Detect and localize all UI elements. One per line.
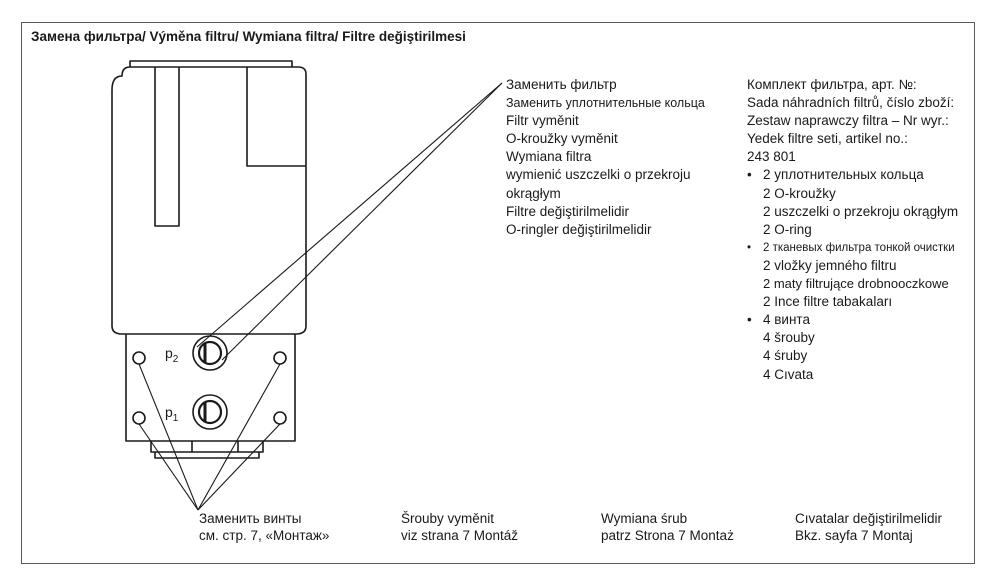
- callout-line: O-kroužky vyměnit: [506, 131, 618, 147]
- kit-header-line: Zestaw naprawczy filtra – Nr wyr.:: [747, 113, 949, 129]
- footer-line: Заменить винты: [199, 511, 302, 526]
- replace-filter-callout: Заменить фильтр Заменить уплотнительные …: [506, 76, 705, 239]
- kit-header-line: Sada náhradních filtrů, číslo zboží:: [747, 95, 955, 111]
- kit-item-line: 2 vložky jemného filtru: [763, 257, 897, 273]
- page-frame: [21, 22, 975, 564]
- kit-item-line: 4 śruby: [763, 348, 808, 364]
- device-recess: [246, 67, 306, 167]
- callout-line: Filtre değiştirilmelidir: [506, 203, 630, 219]
- callout-line: Wymiana filtra: [506, 149, 592, 165]
- callout-line: okrągłym: [506, 185, 561, 201]
- footer-line: Bkz. sayfa 7 Montaj: [795, 528, 913, 543]
- filter-kit-list: Комплект фильтра, арт. №: Sada náhradníc…: [747, 76, 958, 384]
- port-p1: [192, 394, 228, 430]
- callout-line: Заменить уплотнительные кольца: [506, 96, 705, 111]
- port-label-p1: p1: [165, 404, 179, 424]
- port-label-p2: p2: [165, 345, 179, 365]
- device-slot: [154, 67, 180, 227]
- screw-hole: [132, 411, 146, 425]
- device-top-cap: [129, 60, 293, 67]
- footer-tr: Cıvatalar değiştirilmelidir Bkz. sayfa 7…: [795, 510, 942, 544]
- kit-part-number: 243 801: [747, 149, 796, 165]
- kit-item-line: 2 O-ring: [763, 221, 812, 237]
- kit-item-line: 4 šrouby: [763, 330, 815, 346]
- footer-line: Wymiana śrub: [601, 511, 688, 526]
- bottom-flange: [150, 441, 264, 453]
- footer-line: Šrouby vyměnit: [401, 511, 495, 526]
- callout-line: Заменить фильтр: [506, 77, 617, 92]
- kit-item-bullet: 2 тканевых фильтра тонкой очистки: [747, 239, 958, 257]
- screw-hole: [132, 351, 146, 365]
- footer-ru: Заменить винты см. стр. 7, «Монтаж»: [199, 510, 329, 544]
- screw-hole: [273, 411, 287, 425]
- footer-line: patrz Strona 7 Montaż: [601, 528, 734, 543]
- device-housing: [111, 66, 307, 335]
- kit-item-bullet: 4 винта: [747, 311, 958, 329]
- footer-line: см. стр. 7, «Монтаж»: [199, 528, 330, 543]
- footer-line: viz strana 7 Montáž: [401, 528, 519, 543]
- footer-cs: Šrouby vyměnit viz strana 7 Montáž: [401, 510, 518, 544]
- callout-line: Filtr vyměnit: [506, 113, 579, 129]
- footer-line: Cıvatalar değiştirilmelidir: [795, 511, 943, 526]
- kit-item-line: 4 Cıvata: [763, 366, 814, 382]
- kit-item-line: 2 maty filtrujące drobnooczkowe: [763, 276, 949, 292]
- page-title: Замена фильтра/ Výměna filtru/ Wymiana f…: [31, 29, 466, 44]
- kit-item-line: 2 O-kroužky: [763, 185, 836, 201]
- kit-item-line: 2 uszczelki o przekroju okrągłym: [763, 203, 959, 219]
- kit-header-line: Yedek filtre seti, artikel no.:: [747, 131, 908, 147]
- callout-line: O-ringler değiştirilmelidir: [506, 221, 652, 237]
- screw-hole: [273, 351, 287, 365]
- leader-lines: [138, 82, 503, 511]
- footer-pl: Wymiana śrub patrz Strona 7 Montaż: [601, 510, 734, 544]
- kit-item-bullet: 2 уплотнительных кольца: [747, 166, 958, 184]
- filter-block: [125, 334, 296, 442]
- kit-header-line: Комплект фильтра, арт. №:: [747, 77, 917, 92]
- callout-line: wymienić uszczelki o przekroju: [506, 167, 691, 183]
- kit-item-line: 2 Ince filtre tabakaları: [763, 294, 893, 310]
